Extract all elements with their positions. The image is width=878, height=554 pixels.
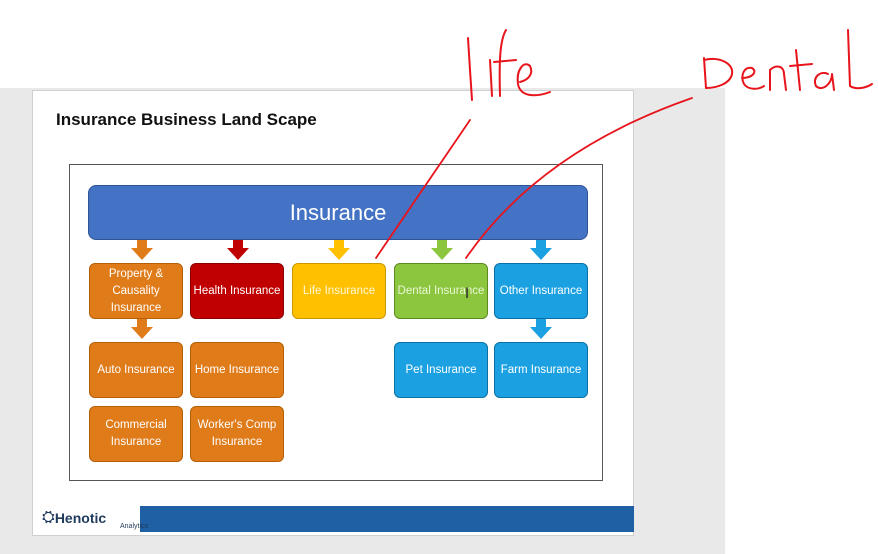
arrow-dental <box>431 240 453 260</box>
box-pet: Pet Insurance <box>394 342 488 398</box>
henotic-logo: ⛭ Henotic Analytics <box>38 503 148 533</box>
logo-name: Henotic <box>54 509 107 526</box>
text-cursor-icon: I <box>465 286 470 302</box>
box-farm: Farm Insurance <box>494 342 588 398</box>
insurance-banner: Insurance <box>88 185 588 240</box>
arrow-life <box>328 240 350 260</box>
box-life: Life Insurance <box>292 263 386 319</box>
arrow-property-to-auto <box>131 319 153 339</box>
box-health: Health Insurance <box>190 263 284 319</box>
box-property-causality: Property & Causality Insurance <box>89 263 183 319</box>
handwriting-dental <box>703 29 873 91</box>
logo-subtitle: Analytics <box>120 523 149 530</box>
handwriting-life <box>467 29 551 101</box>
box-auto: Auto Insurance <box>89 342 183 398</box>
arrow-other-to-farm <box>530 319 552 339</box>
footer-bar <box>140 506 634 532</box>
arrow-other <box>530 240 552 260</box>
henotic-logo-icon: ⛭ <box>42 509 55 526</box>
box-dental: Dental Insurance <box>394 263 488 319</box>
pointer-line-life <box>375 119 471 259</box>
slide-title: Insurance Business Land Scape <box>56 110 317 129</box>
pointer-line-dental <box>465 97 693 259</box>
box-other: Other Insurance <box>494 263 588 319</box>
box-workers-comp: Worker's Comp Insurance <box>190 406 284 462</box>
arrow-property <box>131 240 153 260</box>
arrow-health <box>227 240 249 260</box>
box-home: Home Insurance <box>190 342 284 398</box>
box-commercial: Commercial Insurance <box>89 406 183 462</box>
